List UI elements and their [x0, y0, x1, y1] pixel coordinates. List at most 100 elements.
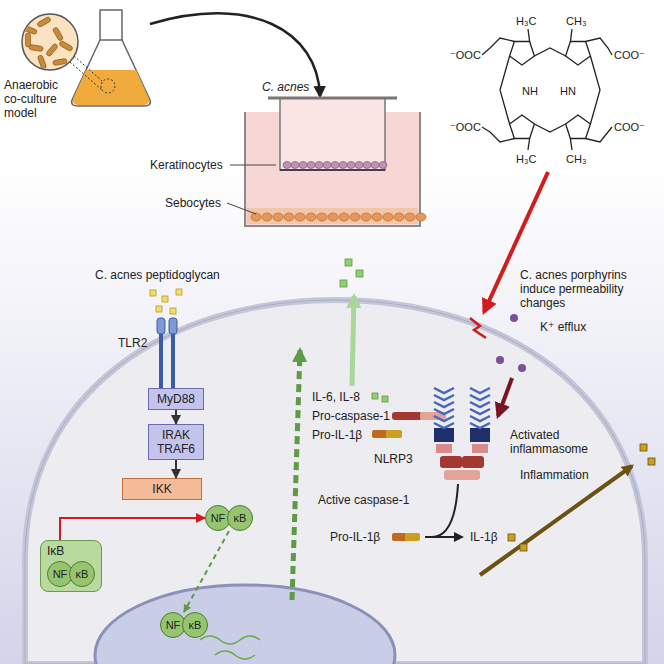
- art-polygon: [510, 42, 535, 66]
- art-rect: [162, 296, 168, 302]
- text-label: IL-6, IL-8: [312, 390, 360, 404]
- text-label: Sebocytes: [165, 196, 221, 210]
- art-rect: [372, 430, 388, 438]
- art-ellipse: [284, 213, 294, 221]
- art-ellipse: [379, 162, 387, 169]
- art-rect: [436, 444, 452, 453]
- chemical-group: ⁻OOC: [450, 120, 481, 134]
- text-label: Keratinocytes: [150, 158, 223, 172]
- art-ellipse: [339, 162, 347, 169]
- art-ellipse: [347, 162, 355, 169]
- art-rect: [520, 544, 527, 551]
- art-rect: [640, 444, 647, 451]
- art-polyline: [434, 416, 454, 421]
- nlrp3-inflammasome: [434, 388, 490, 480]
- text-label: C. acnes: [262, 80, 309, 94]
- art-line: [528, 29, 530, 42]
- art-rect: [169, 318, 177, 334]
- chemical-group: CH₃: [566, 14, 586, 28]
- art-line: [528, 139, 530, 151]
- node-text: IKK: [131, 482, 193, 496]
- art-ellipse: [339, 213, 349, 221]
- nfkb-complex: NFκB: [47, 561, 95, 587]
- art-ellipse: [306, 213, 316, 221]
- kinase-box: IKK: [122, 478, 202, 500]
- art-rect: [37, 55, 46, 70]
- art-rect: [150, 290, 156, 296]
- art-polyline: [482, 38, 514, 55]
- art-circle: [496, 356, 504, 364]
- art-rect: [26, 33, 31, 47]
- art-rect: [53, 58, 68, 65]
- art-rect: [434, 428, 454, 442]
- art-line: [230, 165, 276, 166]
- art-ellipse: [363, 162, 371, 169]
- node-text: TRAF6: [157, 442, 195, 456]
- art-ellipse: [372, 213, 382, 221]
- art-polyline: [586, 127, 612, 142]
- art-g: [23, 16, 74, 69]
- art-ellipse: [307, 162, 315, 169]
- art-ellipse: [416, 213, 426, 221]
- il1b: [508, 444, 655, 551]
- tlr2-receptor: [157, 318, 177, 388]
- art-polyline: [586, 38, 612, 55]
- art-rect: [444, 470, 480, 480]
- text-label: IL-1β: [470, 530, 498, 544]
- porphyrin-structure: [482, 29, 612, 150]
- art-rect: [170, 308, 176, 314]
- art-rect: [392, 412, 422, 420]
- art-path: [72, 40, 151, 106]
- art-rect: [345, 259, 352, 266]
- pro-il1b-bar: [372, 430, 402, 438]
- art-ellipse: [361, 213, 371, 221]
- art-polygon: [510, 115, 535, 139]
- text-label: NLRP3: [374, 452, 413, 466]
- art-polygon: [566, 42, 591, 66]
- nucleus: [95, 585, 395, 664]
- art-ellipse: [251, 213, 261, 221]
- art-rect: [356, 270, 363, 277]
- art-polyline: [434, 402, 454, 407]
- connector: [175, 460, 177, 478]
- art-rect: [440, 456, 462, 468]
- kinase-box: IRAKTRAF6: [148, 424, 204, 460]
- chemical-group: COO⁻: [614, 120, 645, 134]
- art-rect: [171, 334, 175, 388]
- art-rect: [159, 334, 163, 388]
- art-polygon: [566, 115, 591, 139]
- art-polyline: [534, 124, 565, 132]
- art-ellipse: [262, 213, 272, 221]
- chemical-group: CH₃: [566, 152, 586, 166]
- art-ellipse: [323, 162, 331, 169]
- art-rect: [37, 16, 52, 27]
- transwell: [227, 98, 426, 226]
- art-ellipse: [315, 162, 323, 169]
- art-rect: [46, 43, 59, 57]
- art-rect: [648, 458, 655, 465]
- art-rect: [472, 444, 488, 453]
- connector: [184, 531, 229, 612]
- art-polyline: [470, 388, 490, 393]
- chemical-group: H₃C: [516, 152, 536, 166]
- text-label: Pro-IL-1β: [330, 530, 380, 544]
- art-polyline: [470, 409, 490, 414]
- art-polyline: [434, 388, 454, 393]
- art-line: [227, 203, 256, 214]
- text-label: C. acnes peptidoglycan: [95, 268, 220, 282]
- art-rect: [29, 44, 44, 51]
- art-line: [570, 29, 572, 42]
- art-polyline: [434, 423, 454, 428]
- art-line: [268, 97, 397, 100]
- connector: [60, 518, 205, 540]
- art-ellipse: [331, 162, 339, 169]
- potassium-ions: [496, 314, 526, 372]
- art-rect: [100, 10, 122, 42]
- art-ellipse: [317, 213, 327, 221]
- node-text: IRAK: [157, 428, 195, 442]
- art-ellipse: [371, 162, 379, 169]
- dna: [200, 636, 260, 659]
- art-ellipse: [295, 213, 305, 221]
